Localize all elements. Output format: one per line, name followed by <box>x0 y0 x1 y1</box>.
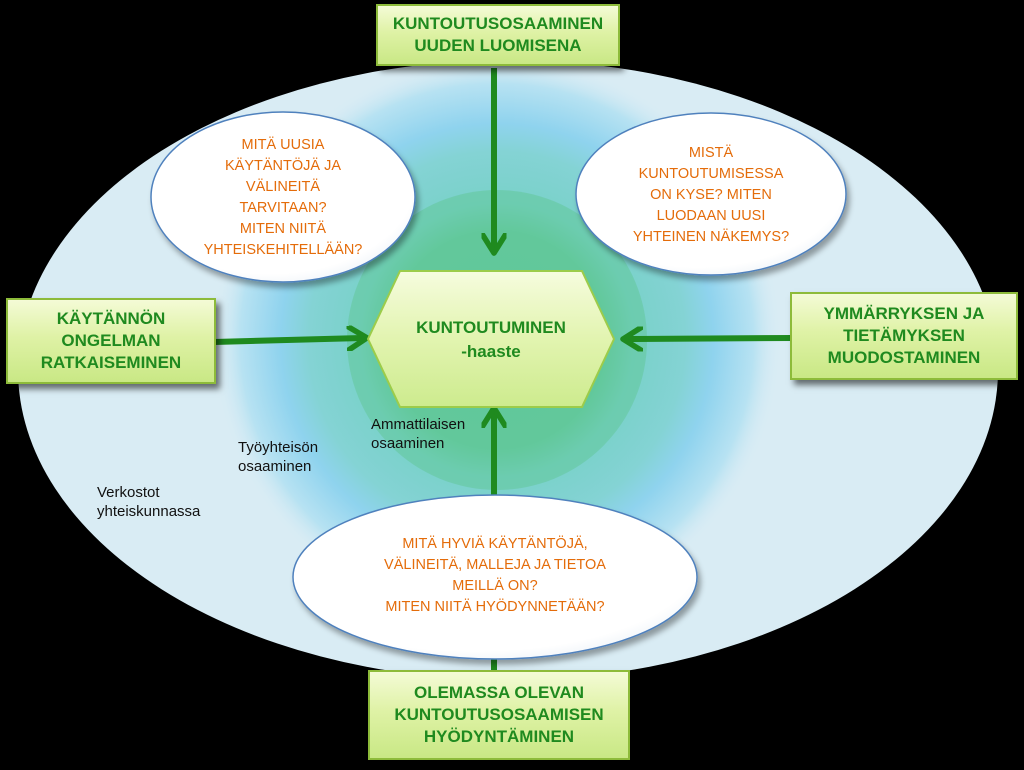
box-left-line3: RATKAISEMINEN <box>40 353 182 372</box>
box-top-line1: KUNTOUTUSOSAAMINEN <box>392 14 604 33</box>
label-workplace-line1: Työyhteisön <box>238 439 319 456</box>
bubble-top-right-text: MISTÄ KUNTOUTUMISESSA ON KYSE? MITEN LUO… <box>592 140 830 250</box>
bubble-top-left-line: YHTEISKEHITELLÄÄN? <box>203 242 363 258</box>
bubble-top-left-line: VÄLINEITÄ <box>245 179 321 195</box>
label-professional-line2: osaaminen <box>371 435 445 452</box>
bubble-top-right <box>575 112 847 276</box>
bubble-top-left-line: KÄYTÄNTÖJÄ JA <box>224 158 342 174</box>
bubble-top-left-line: MITEN NIITÄ <box>239 221 327 237</box>
box-right-line2: TIETÄMYKSEN <box>843 326 965 345</box>
label-workplace-competence: Työyhteisön osaaminen <box>238 438 318 476</box>
label-professional-line1: Ammattilaisen <box>371 416 466 433</box>
box-right-understanding: YMMÄRRYKSEN JA TIETÄMYKSEN MUODOSTAMINEN <box>790 292 1018 380</box>
center-label: KUNTOUTUMINEN -haaste <box>380 300 602 380</box>
center-line2: -haaste <box>461 342 521 361</box>
bubble-top-left-line: MITÄ UUSIA <box>241 137 325 153</box>
label-professional-competence: Ammattilaisen osaaminen <box>371 415 465 453</box>
bubble-top-left <box>150 111 416 283</box>
bubble-top-right-line: YHTEINEN NÄKEMYS? <box>632 228 790 245</box>
box-bottom-existing-knowledge: OLEMASSA OLEVAN KUNTOUTUSOSAAMISEN HYÖDY… <box>368 670 630 760</box>
center-hexagon <box>366 270 616 408</box>
bubble-bottom <box>292 494 698 660</box>
arrow-left-right <box>213 338 362 342</box>
box-right-line1: YMMÄRRYKSEN JA <box>823 304 985 323</box>
center-line1: KUNTOUTUMINEN <box>416 318 566 337</box>
label-workplace-line2: osaaminen <box>238 458 312 475</box>
box-left-line1: KÄYTÄNNÖN <box>56 309 166 328</box>
box-right-line3: MUODOSTAMINEN <box>827 348 981 367</box>
bubble-top-right-line: ON KYSE? MITEN <box>650 186 772 203</box>
box-left-line2: ONGELMAN <box>61 331 161 350</box>
bubble-bottom-line: MITÄ HYVIÄ KÄYTÄNTÖJÄ, <box>402 536 588 552</box>
bubble-top-left-text: MITÄ UUSIA KÄYTÄNTÖJÄ JA VÄLINEITÄ TARVI… <box>165 118 401 278</box>
box-bottom-line3: HYÖDYNTÄMINEN <box>423 727 575 746</box>
box-bottom-line2: KUNTOUTUSOSAAMISEN <box>394 705 604 724</box>
bubble-top-right-line: MISTÄ <box>688 144 734 161</box>
bubble-top-right-line: LUODAAN UUSI <box>656 207 766 224</box>
bubble-top-right-line: KUNTOUTUMISESSA <box>638 165 784 182</box>
label-networks-line2: yhteiskunnassa <box>97 503 201 520</box>
bubble-bottom-line: VÄLINEITÄ, MALLEJA JA TIETOA <box>384 557 606 573</box>
bubble-bottom-line: MITEN NIITÄ HYÖDYNNETÄÄN? <box>385 599 605 615</box>
label-networks-society: Verkostot yhteiskunnassa <box>97 483 200 521</box>
bubble-top-left-line: TARVITAAN? <box>239 200 327 216</box>
label-networks-line1: Verkostot <box>97 484 160 501</box>
box-bottom-line1: OLEMASSA OLEVAN <box>413 683 584 702</box>
bubble-bottom-text: MITÄ HYVIÄ KÄYTÄNTÖJÄ, VÄLINEITÄ, MALLEJ… <box>320 530 670 622</box>
box-top-new-creation: KUNTOUTUSOSAAMINEN UUDEN LUOMISENA <box>376 4 620 66</box>
bubble-bottom-line: MEILLÄ ON? <box>452 578 538 594</box>
box-top-line2: UUDEN LUOMISENA <box>414 36 582 55</box>
arrow-right-left <box>628 338 793 339</box>
box-left-problem-solving: KÄYTÄNNÖN ONGELMAN RATKAISEMINEN <box>6 298 216 384</box>
